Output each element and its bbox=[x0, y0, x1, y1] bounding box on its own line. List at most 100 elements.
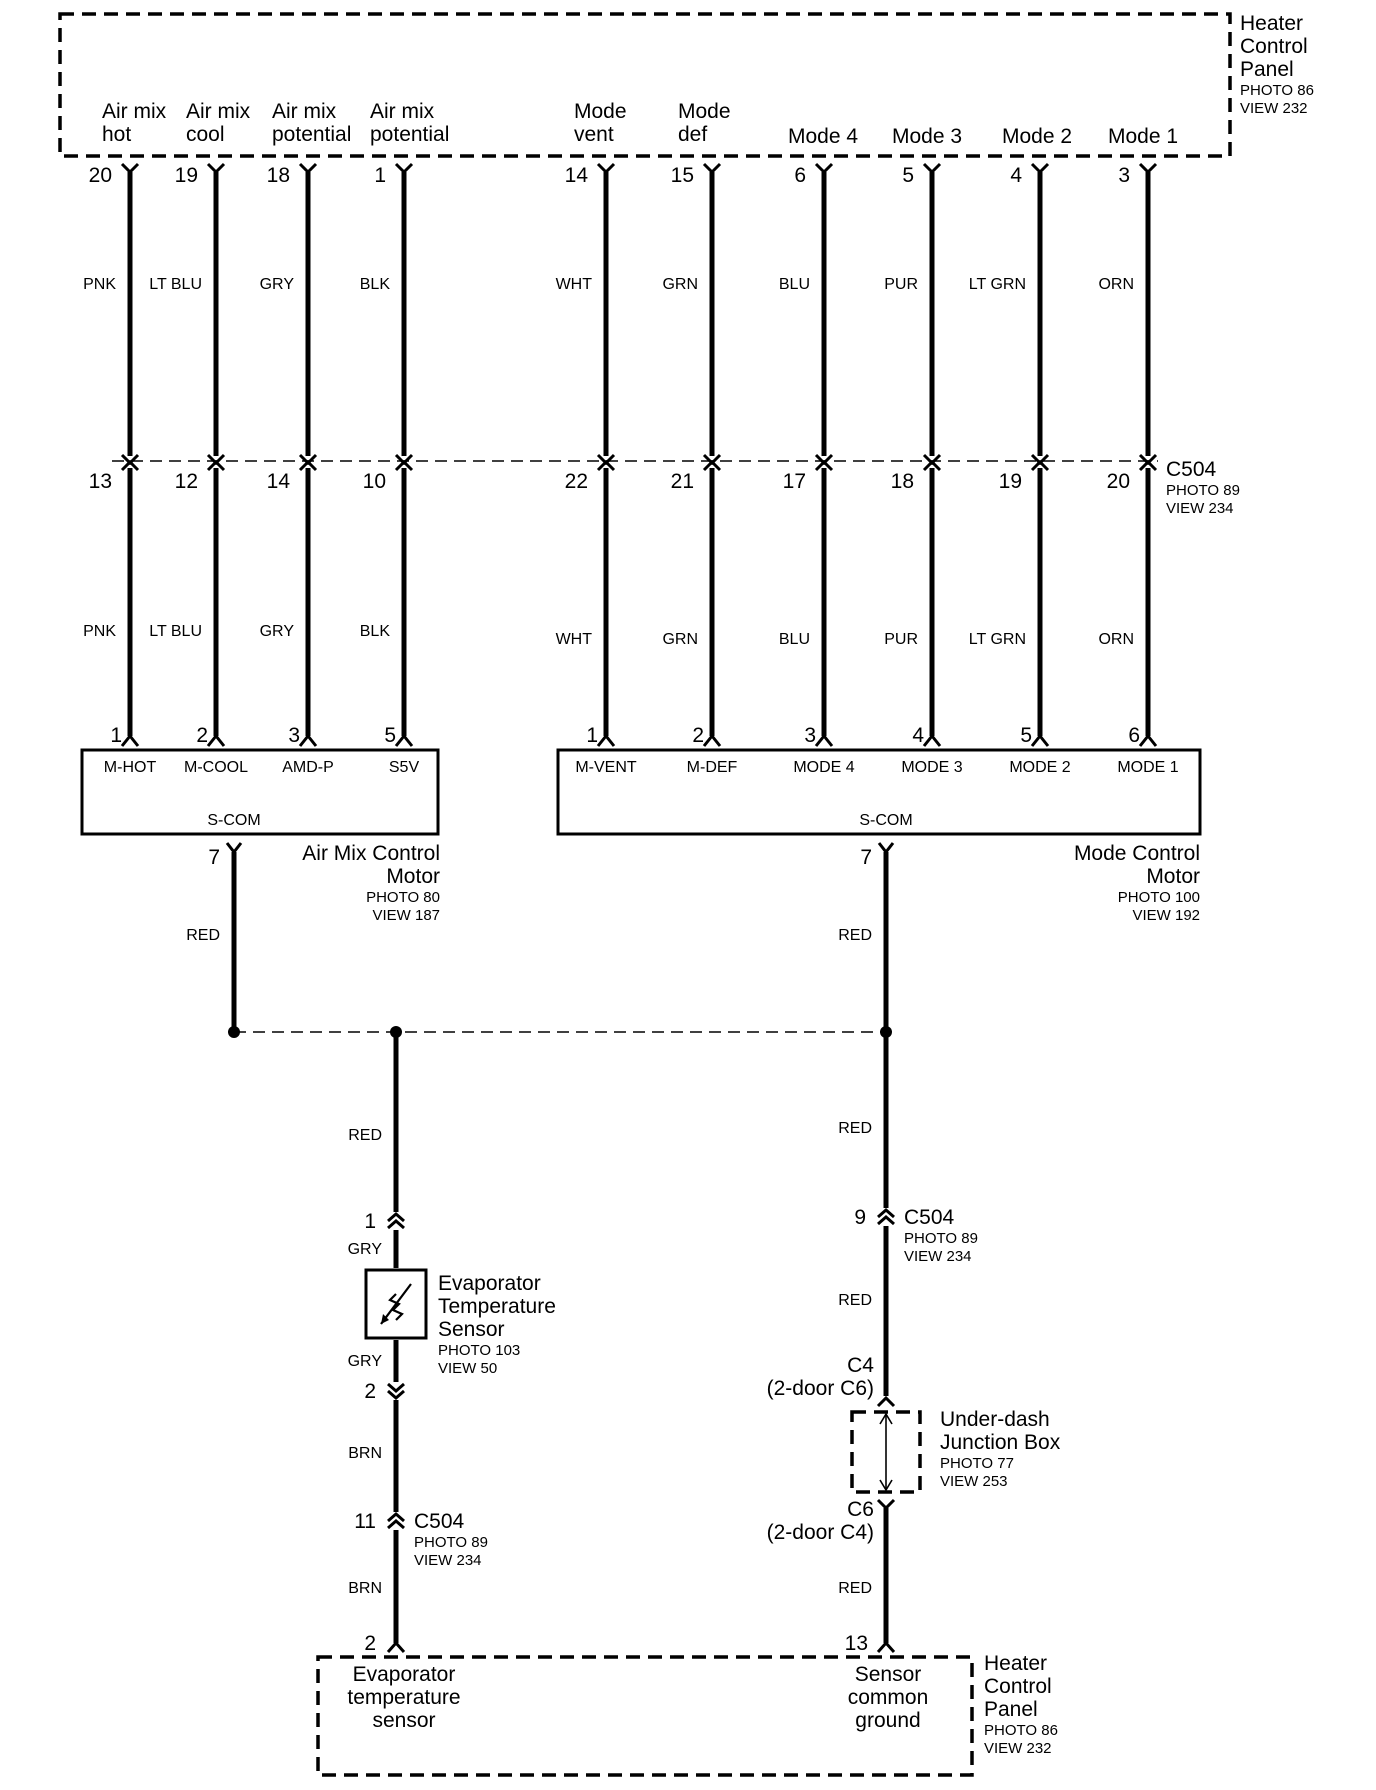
motor-terminal-label-7: MODE 4 bbox=[793, 759, 854, 776]
c504-top-pin-10: 20 bbox=[1107, 470, 1130, 493]
heater-panel-bottom-title-3: Panel bbox=[984, 1698, 1038, 1721]
upper-wire-color-5: WHT bbox=[556, 276, 593, 293]
jb-view: VIEW 253 bbox=[940, 1473, 1008, 1490]
mode-motor-common-pin: 7 bbox=[860, 846, 872, 869]
upper-wire-color-7: BLU bbox=[779, 276, 810, 293]
mode-motor-photo: PHOTO 100 bbox=[1118, 889, 1200, 906]
s-com-splice bbox=[225, 842, 895, 1038]
panel-top-terminal-8 bbox=[922, 162, 942, 175]
c504-top-pin-3: 14 bbox=[267, 470, 291, 493]
motor-terminal-6 bbox=[702, 733, 722, 747]
air-mix-motor-wire-label: RED bbox=[186, 927, 220, 944]
left-c504-photo: PHOTO 89 bbox=[414, 1534, 488, 1551]
panel-top-pin-2: 19 bbox=[175, 164, 198, 187]
right-wire-red-top-label: RED bbox=[838, 1120, 872, 1137]
panel-top-label-4-2: potential bbox=[370, 123, 449, 146]
panel-top-pin-4: 1 bbox=[374, 164, 386, 187]
bottom-right-label-3: ground bbox=[855, 1709, 920, 1732]
upper-wire-color-9: LT GRN bbox=[969, 276, 1026, 293]
jb-photo: PHOTO 77 bbox=[940, 1455, 1014, 1472]
c504-connector-icon-5 bbox=[596, 453, 616, 472]
c504-top-view: VIEW 234 bbox=[1166, 500, 1234, 517]
air-mix-motor-title-2: Motor bbox=[386, 865, 440, 888]
heater-panel-bottom-title-2: Control bbox=[984, 1675, 1052, 1698]
jb-out-terminal bbox=[876, 1498, 896, 1511]
left-c504-pin: 11 bbox=[354, 1510, 376, 1533]
panel-top-pin-10: 3 bbox=[1118, 164, 1130, 187]
heater-panel-top-title-2: Control bbox=[1240, 35, 1308, 58]
upper-wire-color-8: PUR bbox=[884, 276, 918, 293]
heater-panel-bottom-title-1: Heater bbox=[984, 1652, 1047, 1675]
upper-wire-color-2: LT BLU bbox=[149, 276, 202, 293]
jb-in-terminal bbox=[876, 1395, 896, 1408]
mode-motor-title-1: Mode Control bbox=[1074, 842, 1200, 865]
jb-in-alt: (2-door C6) bbox=[767, 1377, 874, 1400]
air-mix-motor-view: VIEW 187 bbox=[372, 907, 440, 924]
panel-top-label-6-1: Mode bbox=[678, 100, 731, 123]
heater-panel-top-photo: PHOTO 86 bbox=[1240, 82, 1314, 99]
motor-terminal-5 bbox=[596, 733, 616, 747]
motor-terminal-8 bbox=[922, 733, 942, 747]
motor-pin-3: 3 bbox=[288, 724, 300, 747]
lower-wire-color-2: LT BLU bbox=[149, 623, 202, 640]
motor-terminal-4 bbox=[394, 733, 414, 747]
left-c504-name: C504 bbox=[414, 1510, 465, 1533]
motor-pin-5: 1 bbox=[586, 724, 598, 747]
sensor-view: VIEW 50 bbox=[438, 1360, 497, 1377]
motor-terminal-label-10: MODE 1 bbox=[1117, 759, 1178, 776]
c504-top-pin-6: 21 bbox=[671, 470, 694, 493]
upper-wire-color-3: GRY bbox=[260, 276, 295, 293]
left-sensor-pin-out: 2 bbox=[364, 1380, 376, 1403]
bottom-left-label-2: temperature bbox=[347, 1686, 460, 1709]
panel-top-label-4-1: Air mix bbox=[370, 100, 435, 123]
motor-pin-8: 4 bbox=[912, 724, 924, 747]
right-panel-terminal bbox=[876, 1640, 896, 1653]
panel-top-label-2-1: Air mix bbox=[186, 100, 251, 123]
splice-dot-left bbox=[228, 1026, 240, 1038]
panel-top-terminal-1 bbox=[120, 162, 140, 175]
evaporator-temp-sensor-box bbox=[364, 1268, 428, 1340]
right-wire-red-mid-label: RED bbox=[838, 1292, 872, 1309]
motor-terminal-label-2: M-COOL bbox=[184, 759, 248, 776]
motor-terminal-label-9: MODE 2 bbox=[1009, 759, 1070, 776]
right-wire-red-bottom-label: RED bbox=[838, 1580, 872, 1597]
upper-wire-color-1: PNK bbox=[83, 276, 116, 293]
panel-top-label-10-1: Mode 1 bbox=[1108, 125, 1178, 148]
panel-top-label-3-1: Air mix bbox=[272, 100, 337, 123]
left-wire-gry-out-label: GRY bbox=[348, 1353, 383, 1370]
lower-wire-color-10: ORN bbox=[1098, 631, 1134, 648]
lower-wire-color-1: PNK bbox=[83, 623, 116, 640]
heater-panel-bottom-view: VIEW 232 bbox=[984, 1740, 1052, 1757]
motor-terminal-label-4: S5V bbox=[389, 759, 420, 776]
motor-pin-6: 2 bbox=[692, 724, 704, 747]
c504-top-pin-2: 12 bbox=[175, 470, 198, 493]
mode-motor-wire-label: RED bbox=[838, 927, 872, 944]
motor-terminal-label-1: M-HOT bbox=[104, 759, 157, 776]
panel-top-terminal-4 bbox=[394, 162, 414, 175]
c504-connector-icon-6 bbox=[702, 453, 722, 472]
left-c504-connector bbox=[387, 1512, 405, 1530]
panel-top-terminal-7 bbox=[814, 162, 834, 175]
motor-terminal-label-8: MODE 3 bbox=[901, 759, 962, 776]
heater-control-panel-top-box bbox=[58, 12, 1232, 158]
air-mix-control-motor-box bbox=[80, 748, 440, 836]
upper-wire-color-4: BLK bbox=[360, 276, 391, 293]
heater-panel-bottom-photo: PHOTO 86 bbox=[984, 1722, 1058, 1739]
panel-top-label-8-1: Mode 3 bbox=[892, 125, 962, 148]
c504-top-pin-4: 10 bbox=[363, 470, 386, 493]
lower-wire-color-4: BLK bbox=[360, 623, 391, 640]
panel-top-label-5-2: vent bbox=[574, 123, 614, 146]
motor-pin-10: 6 bbox=[1128, 724, 1140, 747]
left-wire-brn-mid-label: BRN bbox=[348, 1445, 382, 1462]
c504-connector-icon-3 bbox=[298, 453, 318, 472]
right-branch: RED 9 C504 PHOTO 89 VIEW 234 RED C4 (2-d… bbox=[767, 1032, 1061, 1655]
sensor-title-1: Evaporator bbox=[438, 1272, 541, 1295]
c504-top-pin-5: 22 bbox=[565, 470, 588, 493]
motor-terminal-9 bbox=[1030, 733, 1050, 747]
c504-top-photo: PHOTO 89 bbox=[1166, 482, 1240, 499]
panel-top-pin-9: 4 bbox=[1010, 164, 1022, 187]
c504-connector-icon-9 bbox=[1030, 453, 1050, 472]
c504-top-pin-9: 19 bbox=[999, 470, 1022, 493]
